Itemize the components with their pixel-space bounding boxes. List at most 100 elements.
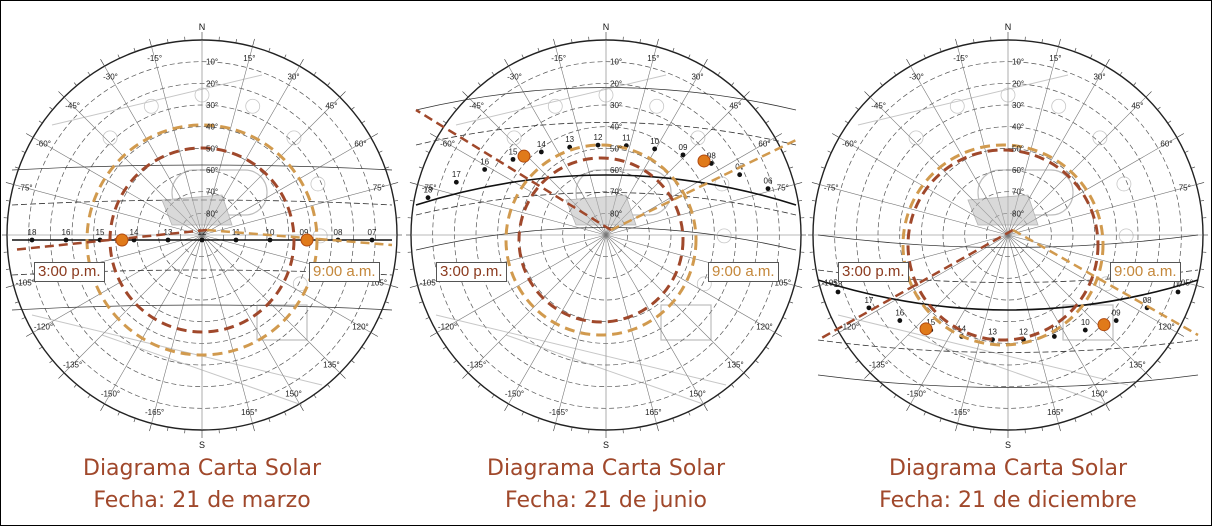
- sun-chart-panel-june: 18171615141312111009080706NSEW-165°-150°…: [406, 0, 806, 526]
- hour-label: 14: [537, 140, 546, 149]
- azimuth-tick: [453, 106, 457, 110]
- cardinal-label: N: [1005, 22, 1012, 32]
- azimuth-label: 120°: [756, 323, 773, 332]
- azimuth-tick: [703, 59, 708, 67]
- azimuth-tick: [370, 332, 378, 337]
- hour-point: [737, 172, 743, 178]
- azimuth-tick: [789, 166, 794, 169]
- azimuth-tick: [765, 120, 770, 124]
- hour-label: 12: [594, 133, 603, 142]
- hour-label: 14: [957, 324, 966, 333]
- azimuth-tick: [639, 38, 641, 44]
- hour-label: 07: [368, 228, 377, 237]
- sun-chart-panel-december: 181716151413121110090807NSEW-165°-150°-1…: [808, 0, 1208, 526]
- azimuth-label: 60°: [354, 140, 366, 149]
- azimuth-tick: [361, 120, 366, 124]
- pm-sun-marker: [115, 233, 129, 247]
- azimuth-tick: [688, 54, 691, 59]
- azimuth-tick: [703, 403, 708, 411]
- azimuth-tick: [1119, 394, 1123, 399]
- pm-time-label: 3:00 p.m.: [34, 262, 105, 282]
- azimuth-label: -165°: [145, 408, 164, 417]
- azimuth-tick: [1105, 403, 1110, 411]
- hour-label: 10: [1081, 318, 1090, 327]
- tree-outline: [949, 98, 965, 114]
- azimuth-tick: [811, 285, 820, 288]
- azimuth-tick: [864, 91, 871, 98]
- hour-point: [165, 237, 171, 243]
- azimuth-tick: [688, 411, 691, 416]
- hour-point: [267, 237, 273, 243]
- altitude-label: 30°: [610, 101, 622, 110]
- tree-outline: [310, 176, 326, 192]
- azimuth-tick: [893, 394, 897, 399]
- azimuth-label: -75°: [18, 184, 33, 193]
- azimuth-label: 15°: [243, 54, 255, 63]
- azimuth-tick: [553, 423, 556, 432]
- azimuth-tick: [844, 120, 849, 124]
- azimuth-tick: [973, 426, 975, 432]
- site-plan: [435, 74, 732, 406]
- azimuth-tick: [21, 317, 26, 320]
- azimuth-line: [63, 234, 203, 374]
- azimuth-tick: [955, 38, 958, 47]
- azimuth-tick: [393, 200, 399, 202]
- cardinal-label: S: [1005, 440, 1011, 450]
- hour-point: [765, 186, 771, 192]
- azimuth-tick: [1041, 426, 1043, 432]
- pm-sun-ray: [11, 228, 208, 252]
- azimuth-tick: [477, 82, 481, 86]
- azimuth-label: -45°: [65, 102, 80, 111]
- azimuth-tick: [571, 38, 573, 44]
- azimuth-tick: [797, 268, 803, 270]
- azimuth-line: [13, 184, 203, 236]
- azimuth-label: 150°: [689, 389, 706, 398]
- azimuth-tick: [923, 411, 926, 416]
- hour-point: [369, 237, 375, 243]
- chart-date: Fecha: 21 de junio: [505, 488, 707, 513]
- azimuth-tick: [639, 426, 641, 432]
- azimuth-tick: [1167, 346, 1172, 350]
- azimuth-line: [201, 234, 372, 333]
- hour-point: [866, 305, 872, 311]
- azimuth-label: 165°: [645, 408, 662, 417]
- azimuth-label: 135°: [323, 360, 340, 369]
- azimuth-tick: [1191, 301, 1196, 304]
- azimuth-label: -105°: [420, 278, 439, 287]
- hour-point: [199, 237, 205, 243]
- azimuth-tick: [418, 301, 423, 304]
- hour-label: 08: [1143, 296, 1152, 305]
- azimuth-tick: [87, 394, 91, 399]
- sun-chart-grid: [808, 32, 1208, 438]
- azimuth-tick: [390, 182, 399, 185]
- azimuth-tick: [820, 301, 825, 304]
- tree-outline: [194, 87, 210, 103]
- azimuth-label: -30°: [103, 73, 118, 82]
- hour-label: 13: [164, 228, 173, 237]
- azimuth-tick: [811, 182, 820, 185]
- altitude-label: 80°: [206, 209, 218, 218]
- azimuth-line: [605, 184, 795, 236]
- azimuth-tick: [832, 332, 840, 337]
- hour-point: [1051, 334, 1057, 339]
- am-time-label: 9:00 a.m.: [1110, 262, 1181, 282]
- azimuth-line: [201, 234, 341, 374]
- hour-point: [482, 167, 488, 172]
- hour-point: [897, 318, 903, 323]
- pm-shadow-circle: [517, 156, 685, 324]
- azimuth-label: -15°: [147, 54, 162, 63]
- azimuth-tick: [425, 317, 430, 320]
- azimuth-label: 75°: [1179, 184, 1191, 193]
- azimuth-tick: [855, 360, 859, 364]
- azimuth-tick: [491, 71, 495, 76]
- am-shadow-circle: [901, 143, 1105, 347]
- azimuth-tick: [811, 200, 817, 202]
- hour-point: [510, 156, 516, 162]
- pm-sun-ray: [817, 228, 1014, 342]
- seasonal-arc: [415, 87, 797, 111]
- sun-chart-june: 18171615141312111009080706NSEW-165°-150°…: [406, 22, 806, 450]
- hour-label: 09: [300, 228, 309, 237]
- azimuth-tick: [827, 317, 832, 320]
- azimuth-label: 45°: [729, 102, 741, 111]
